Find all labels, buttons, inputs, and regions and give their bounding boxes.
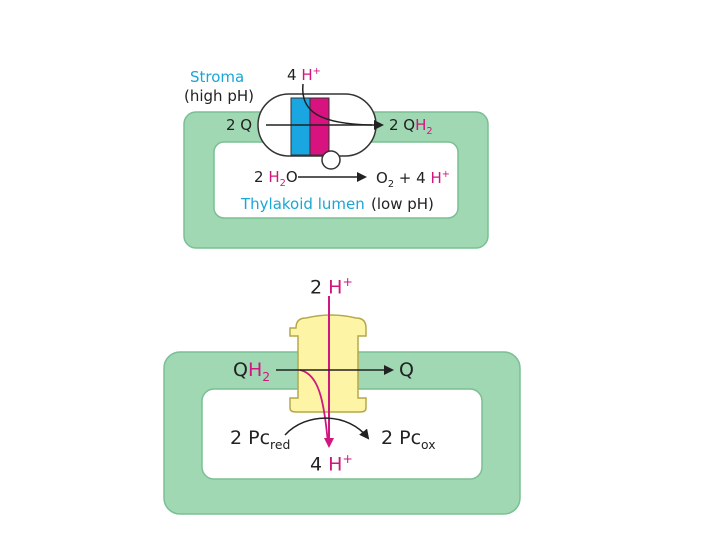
qh2-product-prefix: 2 Q [389, 116, 416, 134]
stroma-ph-label: (high pH) [184, 87, 254, 105]
pc-reduced-label: 2 Pcred [230, 429, 290, 451]
lumen-proton-bottom-coef: 4 [310, 453, 329, 476]
stroma-proton-coef: 4 [287, 66, 302, 84]
photosystem-ii-magenta-band [309, 97, 330, 156]
bottom-membrane [163, 351, 521, 515]
stroma-proton-species: H [301, 66, 313, 84]
oxygen-plus: + 4 [394, 169, 431, 187]
lumen-ph-label: (low pH) [371, 195, 434, 213]
q-product-label: Q [399, 359, 414, 381]
qh2-reactant-sub: 2 [262, 369, 271, 384]
pc-reduced-main: 2 Pc [230, 427, 271, 449]
released-proton-charge: + [342, 275, 353, 289]
qh2-reactant-q: Q [233, 359, 248, 381]
lumen-proton-species: H [430, 169, 442, 187]
top-membrane [183, 111, 489, 249]
q-reactant-label: 2 Q [226, 116, 253, 134]
lumen-proton-bottom-label: 4 H+ [310, 453, 353, 474]
oxygen-sub: 2 [387, 179, 395, 190]
qh2-product-label: 2 QH2 [389, 118, 433, 137]
stroma-label: Stroma [190, 68, 245, 86]
released-proton-label: 2 H+ [310, 276, 353, 297]
water-label: 2 H2O [254, 170, 298, 189]
water-sub: 2 [279, 178, 286, 189]
thylakoid-lumen-label: Thylakoid lumen [241, 195, 365, 213]
lumen-proton-bottom-species: H [328, 453, 343, 476]
qh2-proton-path [299, 369, 329, 445]
water-o: O [285, 168, 298, 186]
oxygen-proton-label: O2 + 4 H+ [376, 170, 450, 190]
water-coef: 2 [254, 168, 269, 186]
lumen-proton-charge: + [441, 169, 450, 180]
water-h: H [268, 168, 280, 186]
stroma-proton-label: 4 H+ [287, 67, 321, 83]
qh2-product-sub: 2 [426, 126, 433, 137]
plastocyanin-oxidation-arrow [284, 417, 370, 440]
pc-oxidized-main: 2 Pc [381, 427, 422, 449]
oxygen-symbol: O [376, 169, 388, 187]
qh2-reactant-label: QH2 [233, 361, 270, 383]
stroma-proton-uptake-arrow [302, 83, 373, 126]
pc-oxidized-label: 2 Pcox [381, 429, 436, 451]
qh2-product-h: H [415, 116, 427, 134]
lumen-proton-bottom-charge: + [342, 452, 353, 466]
photosystem-ii-knob [321, 150, 341, 170]
pc-reduced-sub: red [270, 437, 291, 452]
stroma-proton-charge: + [312, 66, 321, 77]
qh2-reactant-h: H [247, 359, 263, 381]
released-proton-coef: 2 [310, 276, 329, 299]
pc-oxidized-sub: ox [421, 437, 436, 452]
released-proton-species: H [328, 276, 343, 299]
